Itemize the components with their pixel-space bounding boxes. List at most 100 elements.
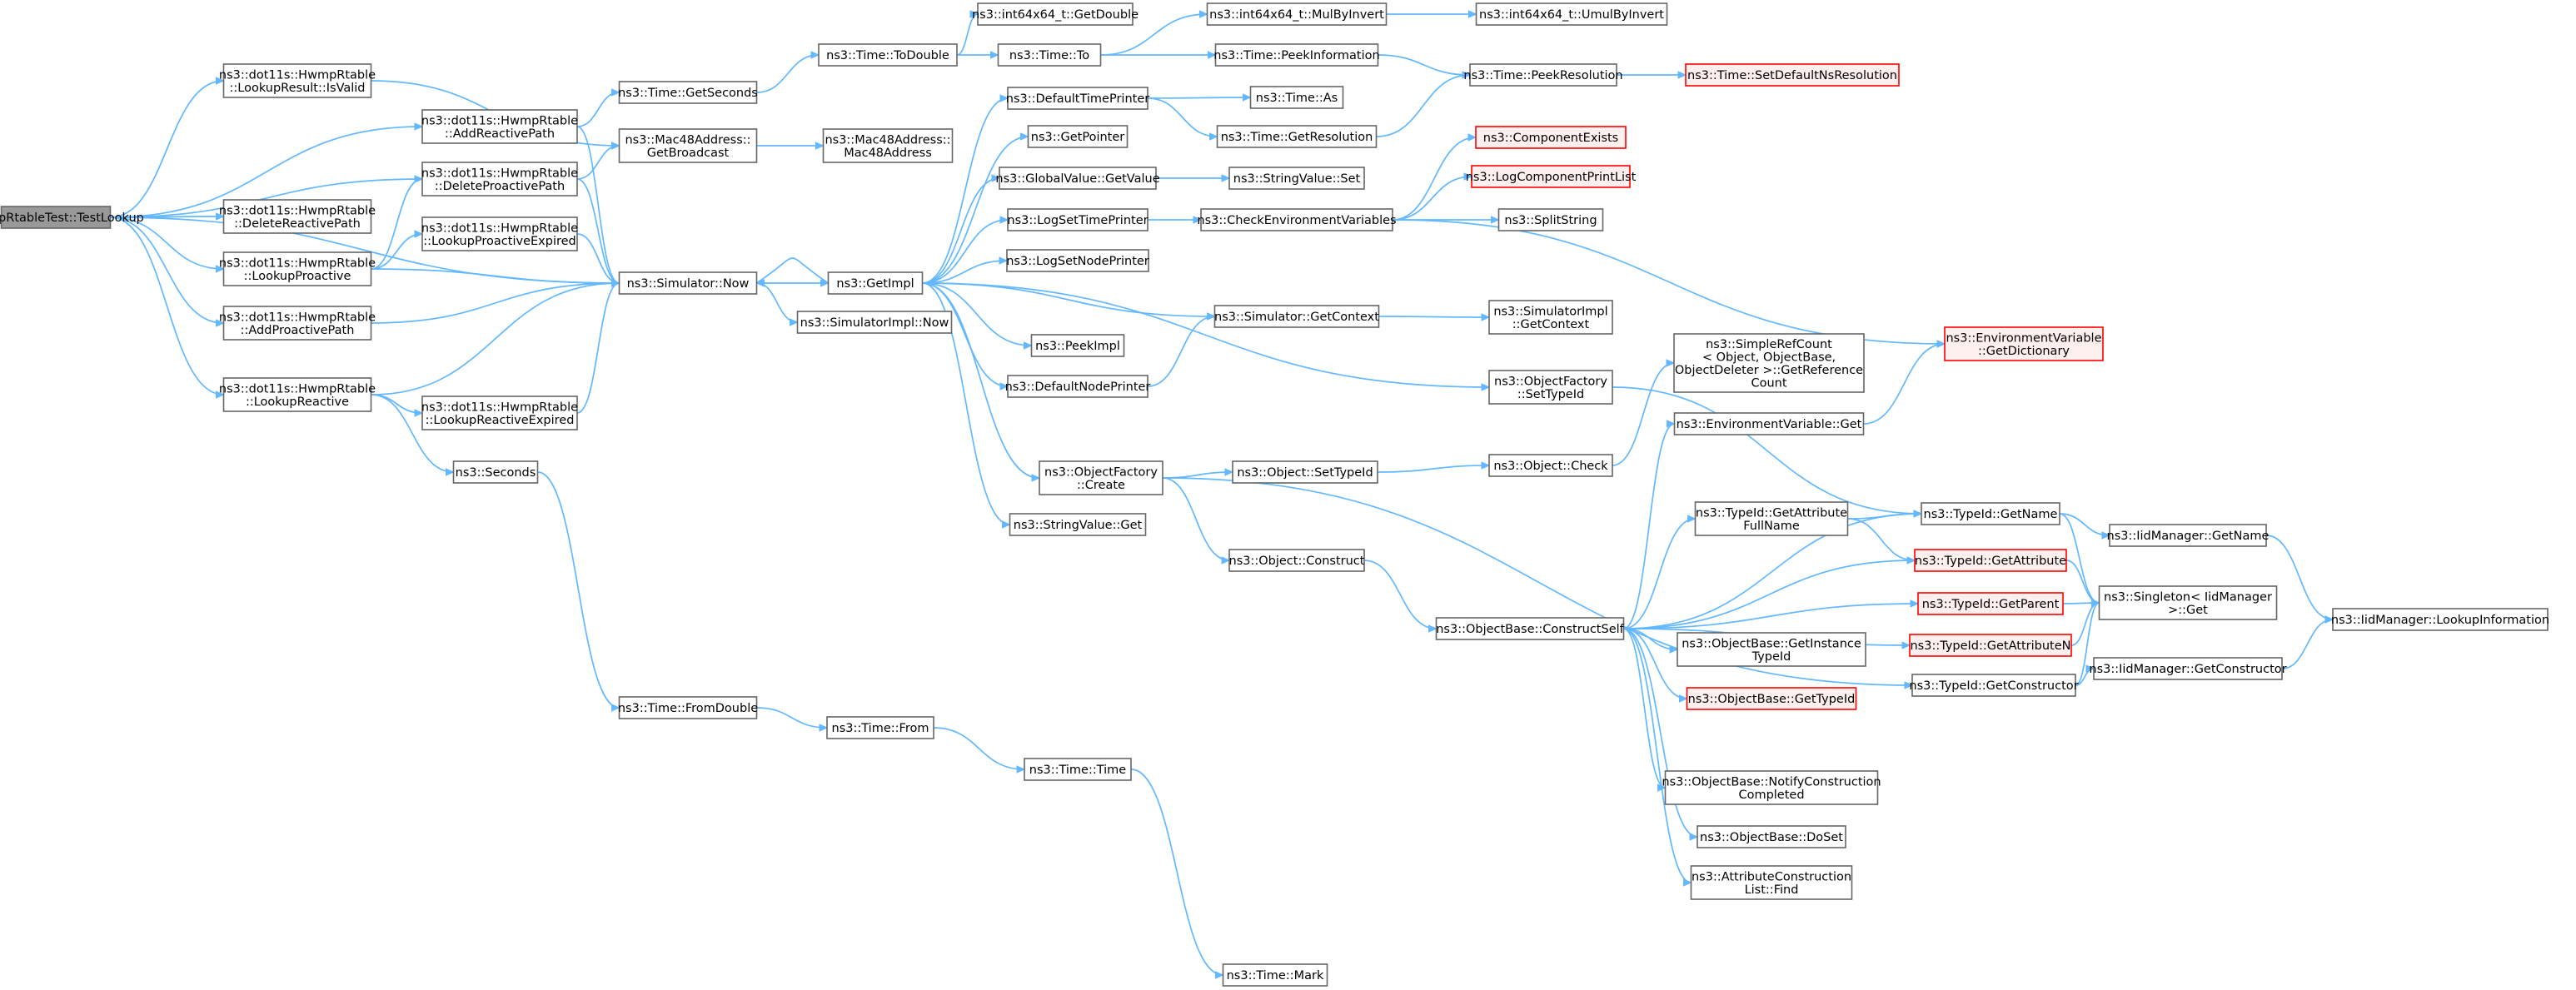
node-box-obgettypeid[interactable] <box>1686 687 1857 710</box>
node-box-checkenv[interactable] <box>1200 208 1393 231</box>
node-box-simimplctx[interactable] <box>1488 300 1613 335</box>
node-box-root[interactable] <box>0 206 112 229</box>
node-obnotify[interactable]: ns3::ObjectBase::NotifyConstructionCompl… <box>1662 770 1881 805</box>
node-addproactive[interactable]: ns3::dot11s::HwmpRtable::AddProactivePat… <box>219 306 376 341</box>
node-box-obnotify[interactable] <box>1664 770 1879 805</box>
node-box-timefrom[interactable] <box>826 716 934 739</box>
node-todouble[interactable]: ns3::Time::ToDouble <box>818 43 958 67</box>
node-box-simnow[interactable] <box>618 271 758 295</box>
node-obgettypeid[interactable]: ns3::ObjectBase::GetTypeId <box>1686 687 1857 710</box>
node-lookreaexp[interactable]: ns3::dot11s::HwmpRtable::LookupReactiveE… <box>421 396 578 430</box>
node-timeas[interactable]: ns3::Time::As <box>1249 86 1344 109</box>
node-getbroadcast[interactable]: ns3::Mac48Address::GetBroadcast <box>618 128 758 163</box>
node-box-delreactive[interactable] <box>222 199 372 234</box>
node-setdefaultns[interactable]: ns3::Time::SetDefaultNsResolution <box>1685 63 1900 87</box>
node-logcompprint[interactable]: ns3::LogComponentPrintList <box>1466 165 1637 188</box>
node-simimplctx[interactable]: ns3::SimulatorImpl::GetContext <box>1488 300 1613 335</box>
node-getseconds[interactable]: ns3::Time::GetSeconds <box>618 81 758 104</box>
node-splitstring[interactable]: ns3::SplitString <box>1497 208 1604 231</box>
node-iidlookup[interactable]: ns3::IidManager::LookupInformation <box>2331 608 2549 631</box>
node-box-iidgetctor[interactable] <box>2093 657 2283 680</box>
node-box-lookreaexp[interactable] <box>421 396 578 430</box>
node-box-mac48ctor[interactable] <box>822 128 954 163</box>
node-lookproexp[interactable]: ns3::dot11s::HwmpRtable::LookupProactive… <box>421 216 578 251</box>
node-addreactive[interactable]: ns3::dot11s::HwmpRtable::AddReactivePath <box>421 109 578 144</box>
node-box-envgetdict[interactable] <box>1944 326 2104 361</box>
node-box-compexists[interactable] <box>1475 126 1627 149</box>
node-box-lookreactive[interactable] <box>222 377 372 412</box>
node-box-getattrfullname[interactable] <box>1694 501 1849 536</box>
node-box-defnodeprinter[interactable] <box>1007 375 1148 398</box>
node-box-tidgetname[interactable] <box>1921 502 2060 525</box>
node-objsettypeid[interactable]: ns3::Object::SetTypeId <box>1232 460 1378 484</box>
node-checkenv[interactable]: ns3::CheckEnvironmentVariables <box>1197 208 1397 231</box>
node-simplerefcount[interactable]: ns3::SimpleRefCount< Object, ObjectBase,… <box>1673 333 1865 393</box>
node-box-tidgetattrn[interactable] <box>1909 634 2072 657</box>
node-simnow[interactable]: ns3::Simulator::Now <box>618 271 758 295</box>
node-umulbyinvert[interactable]: ns3::int64x64_t::UmulByInvert <box>1475 2 1668 26</box>
node-box-mulbyinvert[interactable] <box>1206 2 1388 26</box>
node-iidgetctor[interactable]: ns3::IidManager::GetConstructor <box>2089 657 2287 680</box>
node-box-addreactive[interactable] <box>421 109 578 144</box>
node-box-getresolution[interactable] <box>1216 125 1378 148</box>
node-box-tidgetattr[interactable] <box>1914 549 2067 572</box>
node-box-obdoset[interactable] <box>1697 825 1846 848</box>
node-gvgetvalue[interactable]: ns3::GlobalValue::GetValue <box>995 167 1160 190</box>
node-box-getdouble[interactable] <box>977 2 1134 26</box>
node-box-simgetcontext[interactable] <box>1213 305 1380 328</box>
node-box-umulbyinvert[interactable] <box>1475 2 1668 26</box>
node-peekimpl[interactable]: ns3::PeekImpl <box>1030 334 1125 357</box>
node-box-deftimeprinter[interactable] <box>1007 87 1148 110</box>
node-box-objcheck[interactable] <box>1488 454 1613 477</box>
node-root[interactable]: HwmpRtableTest::TestLookup <box>0 206 144 229</box>
node-box-tidgetparent[interactable] <box>1917 592 2064 615</box>
node-mulbyinvert[interactable]: ns3::int64x64_t::MulByInvert <box>1206 2 1388 26</box>
node-singletonget[interactable]: ns3::Singleton< IidManager>::Get <box>2098 585 2278 620</box>
node-box-addproactive[interactable] <box>222 306 372 341</box>
node-box-attrconstrfind[interactable] <box>1690 865 1853 900</box>
node-timemark[interactable]: ns3::Time::Mark <box>1222 963 1328 987</box>
node-ofsettypeid[interactable]: ns3::ObjectFactory::SetTypeId <box>1488 370 1613 405</box>
node-box-logsetnodeprinter[interactable] <box>1006 249 1149 272</box>
node-defnodeprinter[interactable]: ns3::DefaultNodePrinter <box>1005 375 1151 398</box>
node-box-logcompprint[interactable] <box>1471 165 1631 188</box>
node-timetime[interactable]: ns3::Time::Time <box>1024 758 1132 781</box>
node-box-getimpl[interactable] <box>827 271 924 295</box>
node-box-tidgetctor[interactable] <box>1911 674 2076 697</box>
node-box-splitstring[interactable] <box>1497 208 1604 231</box>
node-svget[interactable]: ns3::StringValue::Get <box>1009 513 1147 536</box>
node-box-singletonget[interactable] <box>2098 585 2278 620</box>
node-box-logsettimeprinter[interactable] <box>1007 208 1148 231</box>
node-lookreactive[interactable]: ns3::dot11s::HwmpRtable::LookupReactive <box>219 377 376 412</box>
node-box-obgetinsttypeid[interactable] <box>1677 632 1866 667</box>
node-box-svset[interactable] <box>1228 167 1365 190</box>
node-logsetnodeprinter[interactable]: ns3::LogSetNodePrinter <box>1006 249 1149 272</box>
node-envget[interactable]: ns3::EnvironmentVariable::Get <box>1673 412 1865 435</box>
node-peekinfo[interactable]: ns3::Time::PeekInformation <box>1213 43 1380 67</box>
node-logsettimeprinter[interactable]: ns3::LogSetTimePrinter <box>1007 208 1148 231</box>
node-delreactive[interactable]: ns3::dot11s::HwmpRtable::DeleteReactiveP… <box>219 199 376 234</box>
node-peekresolution[interactable]: ns3::Time::PeekResolution <box>1463 63 1623 87</box>
node-box-iidgetname[interactable] <box>2109 524 2267 547</box>
node-box-lookproactive[interactable] <box>222 251 372 286</box>
node-simgetcontext[interactable]: ns3::Simulator::GetContext <box>1213 305 1380 328</box>
node-box-envget[interactable] <box>1673 412 1865 435</box>
node-box-getpointer[interactable] <box>1027 125 1129 148</box>
node-deftimeprinter[interactable]: ns3::DefaultTimePrinter <box>1006 87 1149 110</box>
node-ofcreate[interactable]: ns3::ObjectFactory::Create <box>1039 460 1163 495</box>
node-box-ofcreate[interactable] <box>1039 460 1163 495</box>
node-box-simimplnow[interactable] <box>796 311 953 334</box>
node-fromdouble[interactable]: ns3::Time::FromDouble <box>618 696 758 719</box>
node-getpointer[interactable]: ns3::GetPointer <box>1027 125 1129 148</box>
node-svset[interactable]: ns3::StringValue::Set <box>1228 167 1365 190</box>
node-box-objsettypeid[interactable] <box>1232 460 1378 484</box>
node-timefrom[interactable]: ns3::Time::From <box>826 716 934 739</box>
node-getdouble[interactable]: ns3::int64x64_t::GetDouble <box>972 2 1139 26</box>
node-box-todouble[interactable] <box>818 43 958 67</box>
node-box-ofsettypeid[interactable] <box>1488 370 1613 405</box>
node-box-isvalid[interactable] <box>222 63 372 98</box>
node-getresolution[interactable]: ns3::Time::GetResolution <box>1216 125 1378 148</box>
node-box-lookproexp[interactable] <box>421 216 578 251</box>
